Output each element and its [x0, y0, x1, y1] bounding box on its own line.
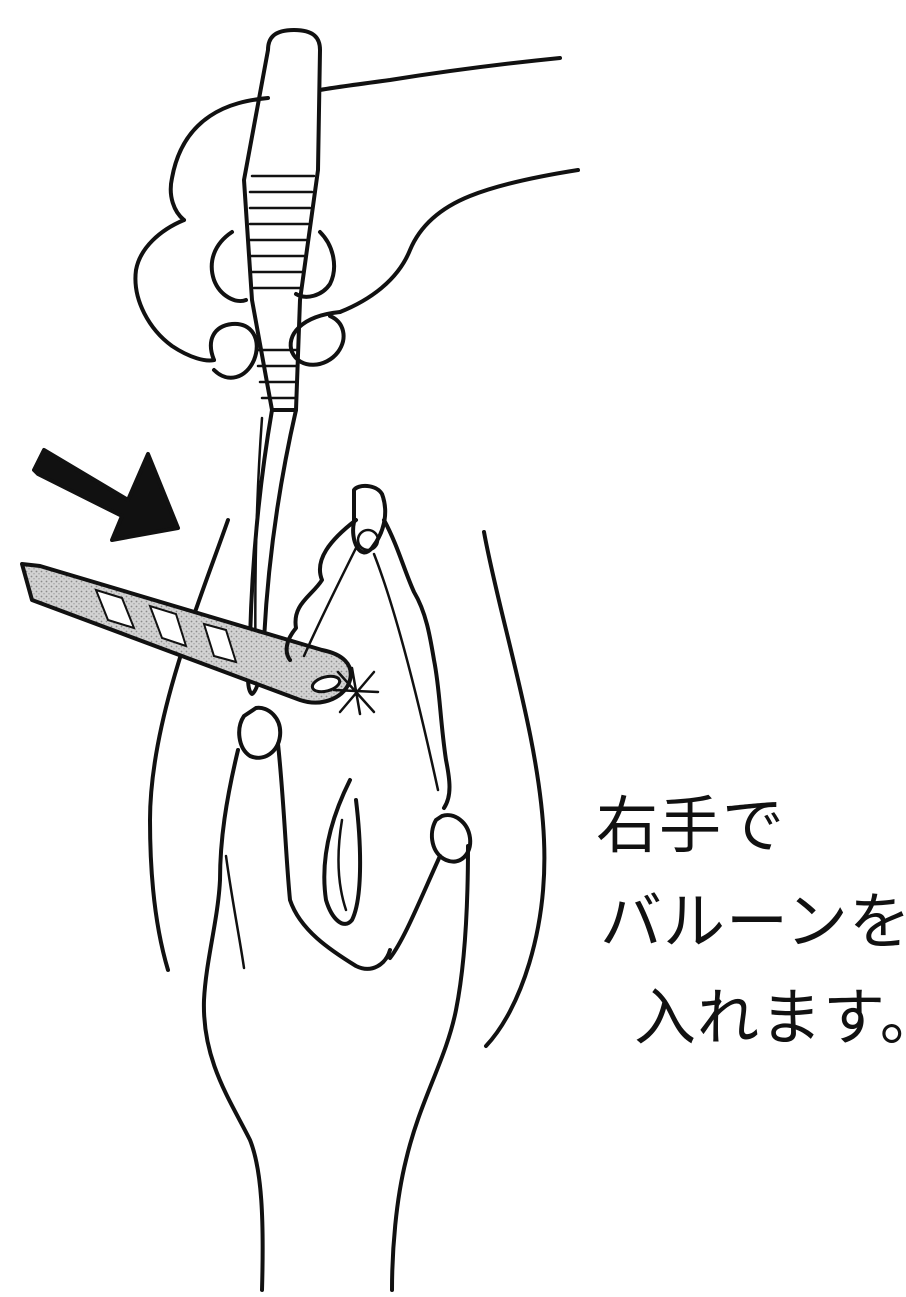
- spark-icon: [332, 666, 380, 716]
- forceps-icon: [242, 28, 322, 696]
- caption-line-1: 右手で: [596, 789, 786, 862]
- leg-outline: [148, 518, 547, 1048]
- catheter-icon: [20, 562, 353, 705]
- upper-hand: [133, 56, 580, 380]
- caption-line-3: 入れます。: [634, 981, 906, 1054]
- handwritten-caption: 右手で バルーンを 入れます。: [596, 778, 906, 1066]
- anatomy-outline: [284, 483, 452, 926]
- caption-line-2: バルーンを: [600, 885, 906, 958]
- hand-icon: [201, 705, 473, 1292]
- arrow-icon: [32, 448, 180, 542]
